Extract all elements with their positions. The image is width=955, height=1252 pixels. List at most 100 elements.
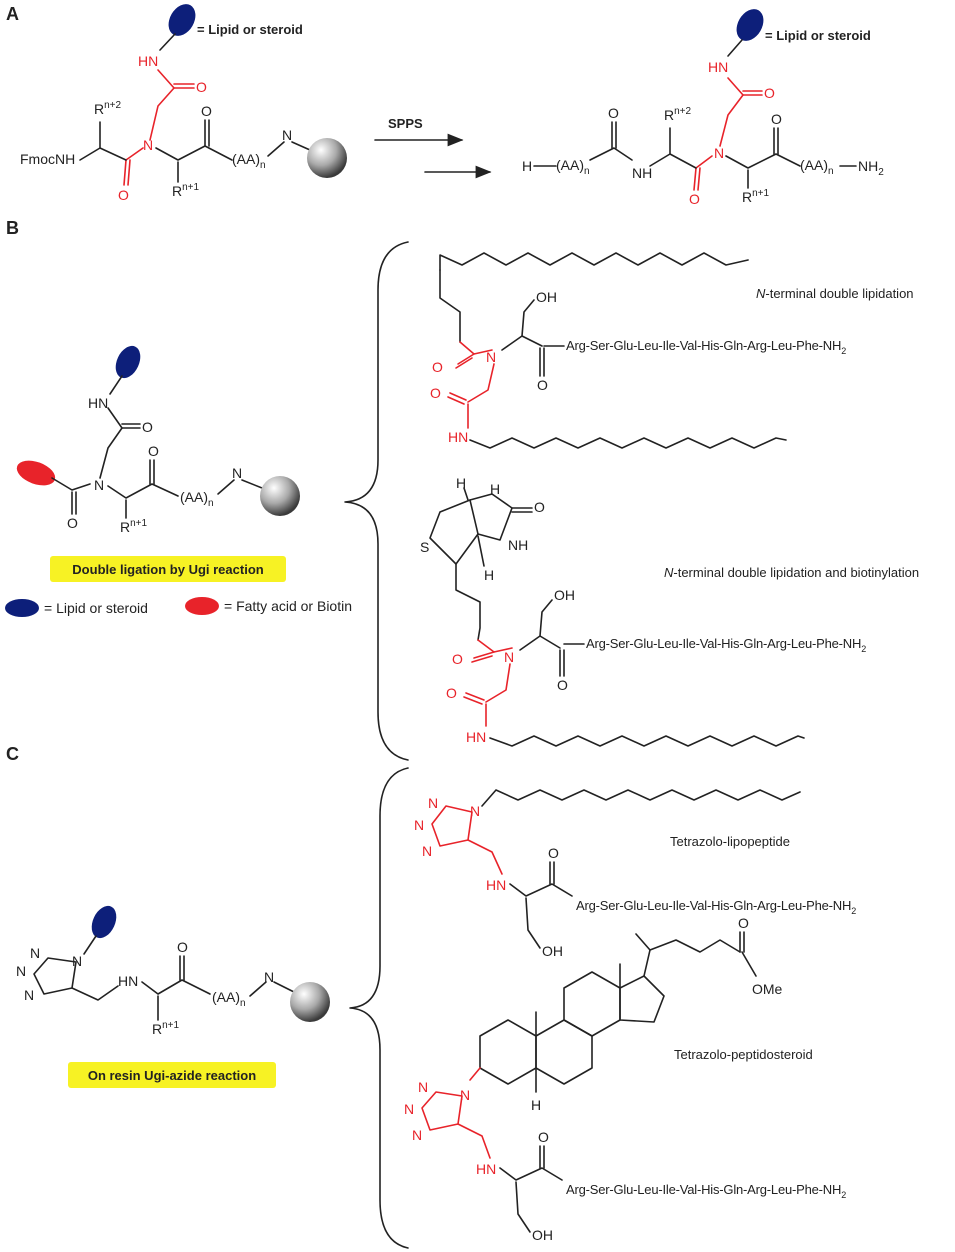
h-biotin-bottom: H: [484, 567, 494, 583]
sequence-c1: Arg-Ser-Glu-Leu-Ile-Val-His-Gln-Arg-Leu-…: [576, 898, 856, 916]
sequence-s2: Arg-Ser-Glu-Leu-Ile-Val-His-Gln-Arg-Leu-…: [586, 636, 866, 654]
nh-label-biotin-2: NH: [508, 537, 528, 553]
nh-label-biotin-1: H: [490, 481, 500, 497]
n-label-s1: N: [486, 349, 496, 365]
n-label-s2: N: [504, 649, 514, 665]
hn-label-s2: HN: [466, 729, 486, 745]
legend-blue-marker: [5, 599, 39, 617]
c2-hn: HN: [476, 1161, 496, 1177]
legend-lipid-steroid: = Lipid or steroid: [197, 22, 303, 37]
carbonyl-o-s2c: O: [557, 677, 568, 693]
c1-n4: N: [470, 803, 480, 819]
panel-a-product: = Lipid or steroid HN O N O Rn+2 NH O (A…: [522, 9, 884, 207]
r-n2: Rn+2: [94, 100, 122, 117]
r-n1-2: Rn+1: [742, 188, 770, 205]
resin-bead: [307, 138, 347, 178]
carbonyl-o-s1a: O: [432, 359, 443, 375]
panel-label-b: B: [6, 218, 19, 238]
tetrazole-n1: N: [30, 945, 40, 961]
spps-label: SPPS: [388, 116, 423, 131]
c1-carbonyl-o: O: [548, 845, 559, 861]
h-biotin-top: H: [456, 475, 466, 491]
n-label-2: N: [714, 145, 724, 161]
aa-label-3: (AA)n: [800, 157, 834, 177]
c2-n1: N: [418, 1079, 428, 1095]
highlight-text-c: On resin Ugi-azide reaction: [88, 1068, 256, 1083]
c2-oh: OH: [532, 1227, 553, 1243]
carbonyl-o-5: O: [689, 191, 700, 207]
r-n2-2: Rn+2: [664, 106, 692, 123]
carbonyl-o-c1: O: [177, 939, 188, 955]
c1-n1: N: [428, 795, 438, 811]
carbonyl-o-s1b: O: [430, 385, 441, 401]
lipid-steroid-marker-2: [736, 9, 764, 41]
sequence-s1: Arg-Ser-Glu-Leu-Ile-Val-His-Gln-Arg-Leu-…: [566, 338, 846, 356]
legend-lipid-steroid-2: = Lipid or steroid: [765, 28, 871, 43]
aa-label-2: (AA)n: [556, 157, 590, 177]
brace-b: [344, 241, 409, 761]
fmoc-label: FmocNH: [20, 151, 75, 167]
structure-double-lipidation: O N O HN OH O Arg-Ser-Glu-Leu-Ile-Val-Hi…: [430, 252, 914, 449]
tetrazole-n2: N: [16, 963, 26, 979]
caption-s2: N-terminal double lipidation and biotiny…: [664, 565, 919, 580]
c1-hn: HN: [486, 877, 506, 893]
carbonyl-o-b2: O: [67, 515, 78, 531]
caption-c1: Tetrazolo-lipopeptide: [670, 834, 790, 849]
highlight-box-b: [50, 556, 286, 582]
c2-carbonyl-o: O: [538, 1129, 549, 1145]
c1-n2: N: [414, 817, 424, 833]
carbonyl-o-s2b: O: [446, 685, 457, 701]
carbonyl-o-s1c: O: [537, 377, 548, 393]
panel-b-resin-scheme: HN O N O Rn+1 O (AA)n N Double ligation …: [5, 345, 352, 617]
legend-red-text: = Fatty acid or Biotin: [224, 598, 352, 614]
oh-label-s1: OH: [536, 289, 557, 305]
carbonyl-o: O: [196, 79, 207, 95]
carbonyl-o-biotin: O: [534, 499, 545, 515]
nh-label-c: HN: [118, 973, 138, 989]
r-n1: Rn+1: [172, 182, 200, 199]
lipid-steroid-marker-c: [91, 905, 117, 939]
brace-c: [349, 767, 409, 1249]
n-label-b2: N: [232, 465, 242, 481]
sequence-c2: Arg-Ser-Glu-Leu-Ile-Val-His-Gln-Arg-Leu-…: [566, 1182, 846, 1200]
n-label-c: N: [264, 969, 274, 985]
carbonyl-o-b3: O: [148, 443, 159, 459]
panel-a-reactant: = Lipid or steroid HN O N O FmocNH Rn+2 …: [20, 4, 347, 203]
panel-label-a: A: [6, 4, 19, 24]
c2-n3: N: [412, 1127, 422, 1143]
r-n1-b: Rn+1: [120, 518, 148, 535]
structure-tetrazolo-lipopeptide: N N N N HN O OH Arg-Ser-Glu-Leu-Ile-Val-…: [414, 789, 856, 959]
structure-tetrazolo-peptidosteroid: H O OMe N N N N HN O OH Arg-Ser-Glu-Leu-…: [404, 915, 846, 1243]
panel-label-c: C: [6, 744, 19, 764]
carbonyl-o-2: O: [118, 187, 129, 203]
highlight-box-c: [68, 1062, 276, 1088]
fatty-acid-biotin-marker: [16, 460, 56, 486]
hn-label-b: HN: [88, 395, 108, 411]
aa-label: (AA)n: [232, 151, 266, 171]
h-terminus: H: [522, 158, 532, 174]
c1-n3: N: [422, 843, 432, 859]
n-label-resin: N: [282, 127, 292, 143]
tetrazole-n4: N: [72, 953, 82, 969]
panel-c-resin-scheme: N N N N HN Rn+1 O (AA)n N On resin Ugi-a…: [16, 905, 330, 1088]
caption-c2: Tetrazolo-peptidosteroid: [674, 1047, 813, 1062]
c1-oh: OH: [542, 943, 563, 959]
c2-n2: N: [404, 1101, 414, 1117]
aa-label-b: (AA)n: [180, 489, 214, 509]
c2-carbonyl-o-ester: O: [738, 915, 749, 931]
n-label-b: N: [94, 477, 104, 493]
oh-label-s2: OH: [554, 587, 575, 603]
highlight-text-b: Double ligation by Ugi reaction: [72, 562, 263, 577]
n-label: N: [143, 137, 153, 153]
c2-n4: N: [460, 1087, 470, 1103]
r-n1-c: Rn+1: [152, 1020, 180, 1037]
carbonyl-o-b1: O: [142, 419, 153, 435]
lipid-steroid-marker: [168, 4, 196, 36]
carbonyl-o-7: O: [771, 111, 782, 127]
carbonyl-o-4: O: [764, 85, 775, 101]
legend-red-marker: [185, 597, 219, 615]
legend-blue-text: = Lipid or steroid: [44, 600, 148, 616]
carbonyl-o-6: O: [608, 105, 619, 121]
hn-label-s1: HN: [448, 429, 468, 445]
nh2-label: NH2: [858, 158, 884, 178]
